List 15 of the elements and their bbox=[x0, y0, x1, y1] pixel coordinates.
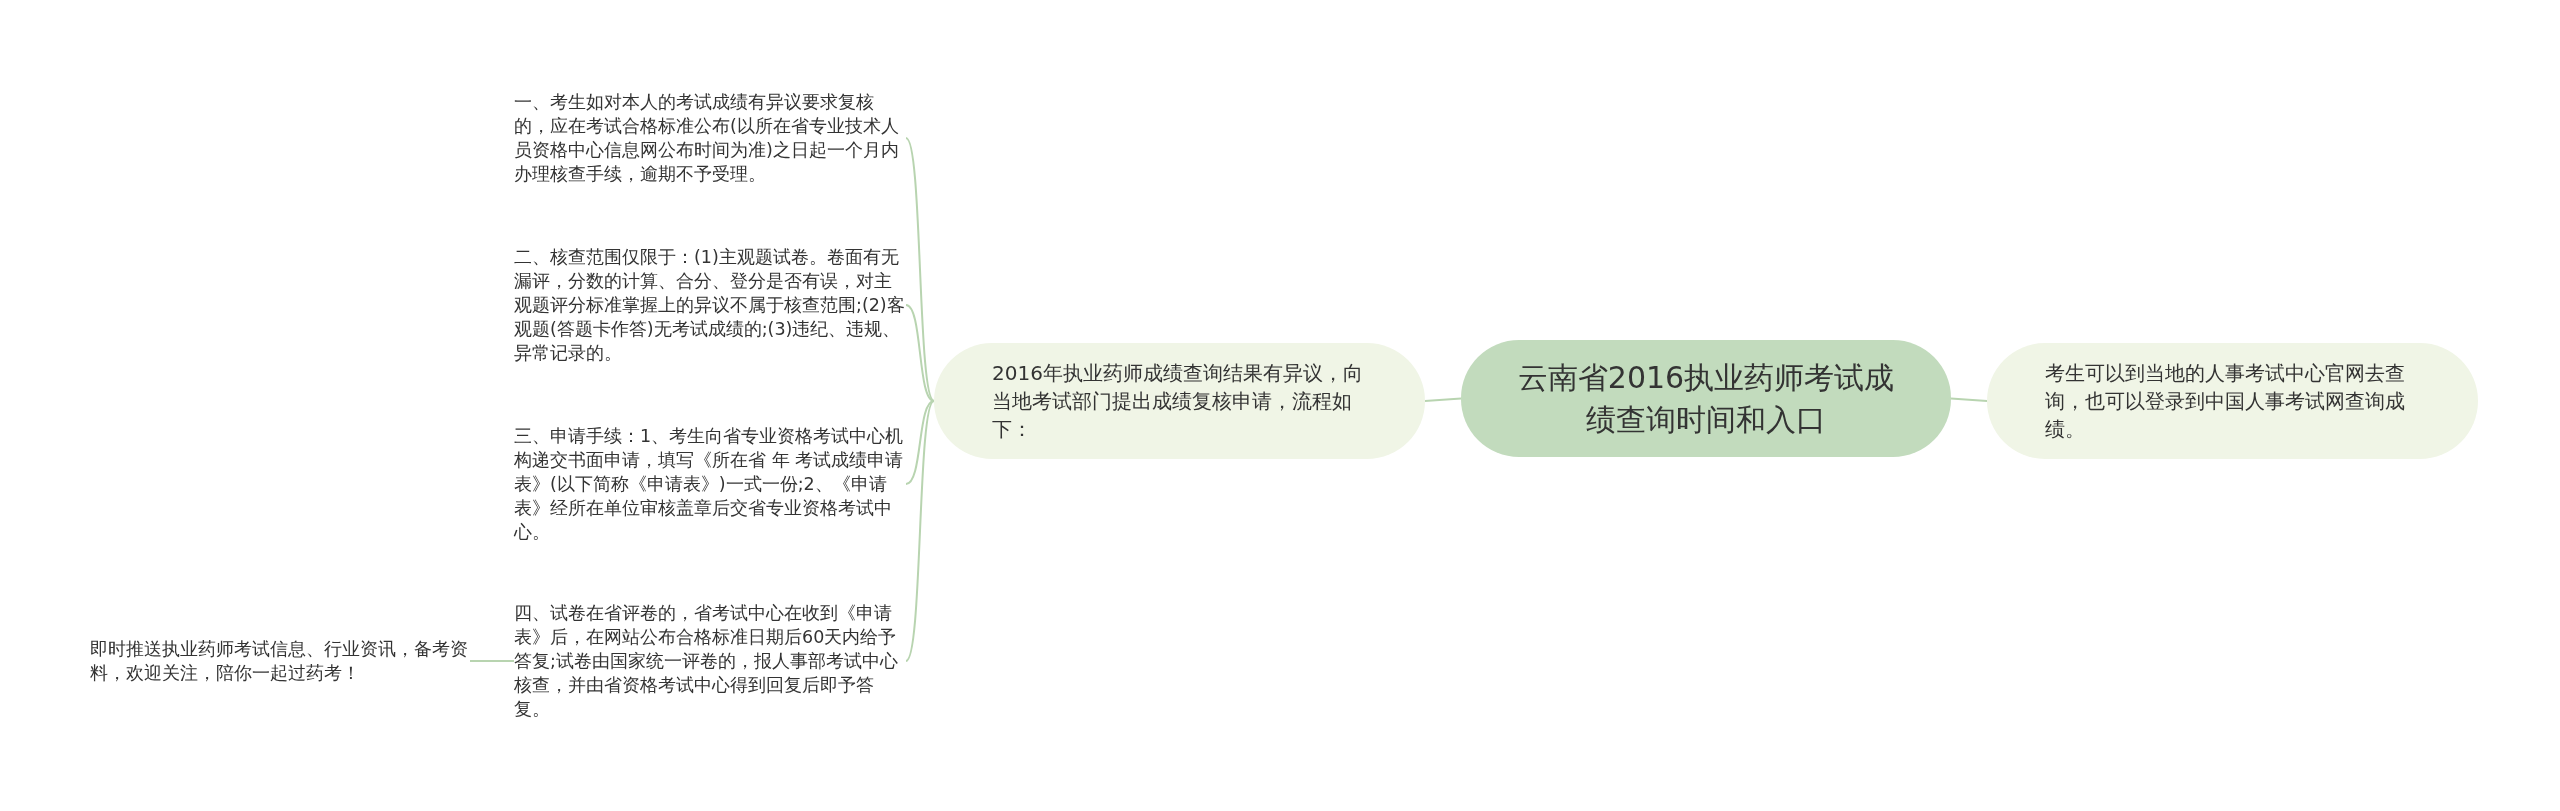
connector-line bbox=[905, 137, 935, 402]
topic-node: 云南省2016执业药师考试成绩查询时间和入口 bbox=[1461, 340, 1951, 457]
branch-node: 2016年执业药师成绩查询结果有异议，向当地考试部门提出成绩复核申请，流程如下： bbox=[934, 343, 1425, 459]
connector-line bbox=[1950, 397, 1988, 402]
connector-line bbox=[905, 400, 935, 485]
connector-line bbox=[1424, 397, 1462, 402]
leaf-text: 一、考生如对本人的考试成绩有异议要求复核的，应在考试合格标准公布(以所在省专业技术人员资格中心信息网公布时间为准)之日起一个月内办理核查手续，逾期不予受理。 bbox=[514, 90, 906, 186]
leaf-text: 二、核查范围仅限于：(1)主观题试卷。卷面有无漏评，分数的计算、合分、登分是否有误，对主观题评分标准掌握上的异议不属于核查范围;(2)客观题(答题卡作答)无考试成绩的;(3)违纪、违规、异常记录的。 bbox=[514, 245, 906, 365]
connector-line bbox=[905, 304, 935, 402]
leaf-text: 即时推送执业药师考试信息、行业资讯，备考资料，欢迎关注，陪你一起过药考！ bbox=[90, 637, 470, 685]
connector-line bbox=[469, 660, 515, 662]
connector-line bbox=[905, 400, 935, 662]
leaf-text: 三、申请手续：1、考生向省专业资格考试中心机构递交书面申请，填写《所在省 年 考试成绩申请表》(以下简称《申请表》)一式一份;2、《申请表》经所在单位审核盖章后交省专业资格考试中心。 bbox=[514, 424, 906, 544]
branch-node: 考生可以到当地的人事考试中心官网去查询，也可以登录到中国人事考试网查询成绩。 bbox=[1987, 343, 2478, 459]
leaf-text: 四、试卷在省评卷的，省考试中心在收到《申请表》后，在网站公布合格标准日期后60天内给予答复;试卷由国家统一评卷的，报人事部考试中心核查，并由省资格考试中心得到回复后即予答复。 bbox=[514, 601, 906, 721]
